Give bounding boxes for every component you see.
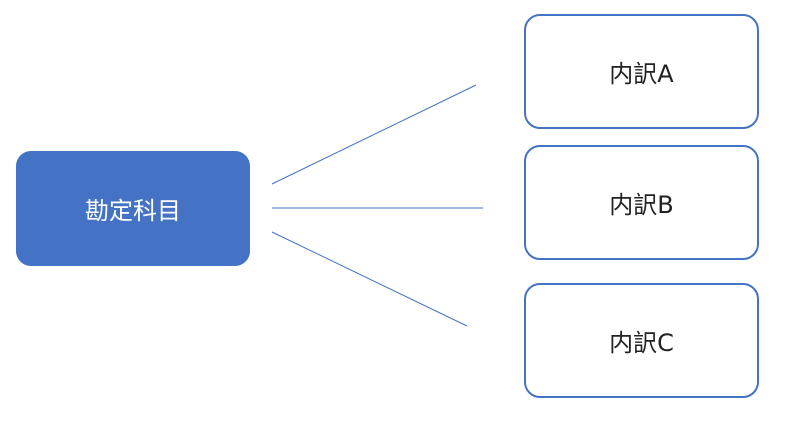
- connector-line-c: [271, 231, 468, 327]
- child-node-breakdown-b[interactable]: 内訳B: [524, 145, 759, 260]
- root-node-label: 勘定科目: [85, 197, 181, 225]
- child-node-label: 内訳C: [609, 329, 674, 357]
- child-node-breakdown-c[interactable]: 内訳C: [524, 283, 759, 398]
- connector-line-a: [271, 84, 477, 185]
- child-node-label: 内訳B: [609, 191, 674, 219]
- child-node-breakdown-a[interactable]: 内訳A: [524, 14, 759, 129]
- child-node-label: 内訳A: [609, 60, 674, 88]
- root-node-account-item[interactable]: 勘定科目: [16, 151, 250, 266]
